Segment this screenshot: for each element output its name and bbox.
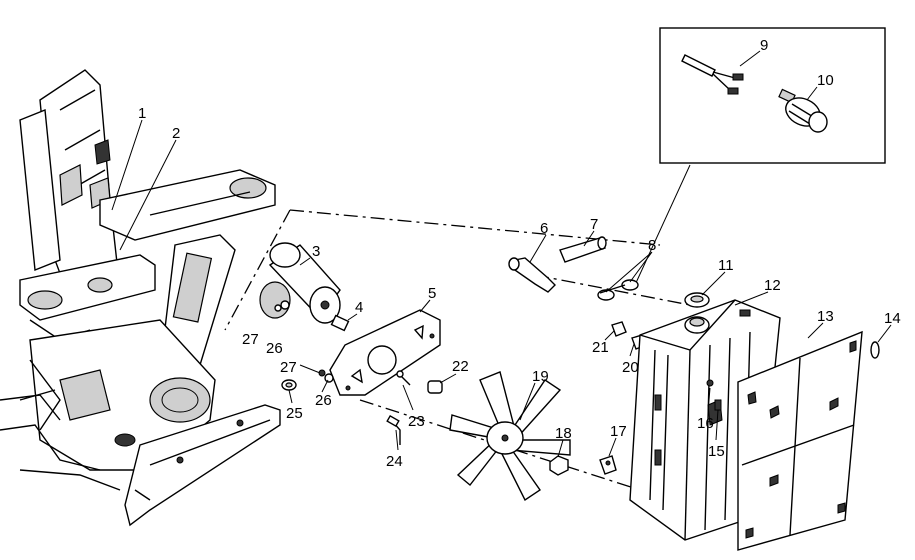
leader-lines	[111, 119, 892, 458]
wire-harness	[681, 54, 744, 95]
part-number-2: 2	[172, 125, 180, 142]
part-number-13: 13	[817, 308, 834, 325]
radiator-cap	[684, 292, 710, 308]
part-number-14: 14	[884, 310, 901, 327]
part-number-22: 22	[452, 358, 469, 375]
hoses	[508, 236, 647, 350]
part-number-11: 11	[718, 257, 734, 274]
part-number-15: 15	[708, 443, 725, 460]
part-number-25: 25	[286, 405, 303, 422]
part-number-18: 18	[555, 425, 572, 442]
fan-nut	[549, 455, 569, 476]
inset-detail-box	[659, 27, 886, 164]
part-number-21: 21	[592, 339, 609, 356]
part-number-24: 24	[386, 453, 403, 470]
part-number-16: 16	[697, 415, 714, 432]
part-number-7: 7	[590, 216, 598, 233]
vehicle-frame	[0, 69, 281, 527]
washer-26	[324, 373, 334, 383]
part-number-20: 20	[622, 359, 639, 376]
part-number-1: 1	[138, 105, 146, 122]
temperature-switch	[778, 88, 828, 133]
part-number-4: 4	[355, 299, 363, 316]
retaining-clip	[870, 341, 880, 359]
part-number-3: 3	[312, 243, 320, 260]
part-number-10: 10	[817, 72, 834, 89]
part-number-26-bracket: 26	[315, 392, 332, 409]
inset-leader-line	[634, 164, 691, 286]
part-number-23: 23	[408, 413, 425, 430]
fan-mounting-bracket	[329, 309, 441, 396]
fan-motor	[259, 242, 341, 324]
part-number-9: 9	[760, 37, 768, 54]
part-number-6: 6	[540, 220, 548, 237]
part-number-labels: 1 2 3 4 5 6 7 8 9 10 11 12 13 14 15 16 1…	[138, 37, 901, 470]
bushing-22	[427, 380, 443, 394]
radiator-drain-cock	[599, 455, 617, 475]
fitting-21	[611, 321, 627, 337]
fan-blade	[449, 371, 571, 502]
part-number-19: 19	[532, 368, 549, 385]
part-number-17: 17	[610, 423, 627, 440]
part-number-12: 12	[764, 277, 781, 294]
bracket-hardware	[281, 369, 443, 445]
hose-clamps	[597, 279, 639, 301]
part-number-5: 5	[428, 285, 436, 302]
shaft-spacer	[330, 314, 350, 332]
radiator-screen	[737, 330, 863, 551]
part-number-27-motor: 27	[242, 331, 259, 348]
part-number-8: 8	[648, 237, 656, 254]
part-number-27-bracket: 27	[280, 359, 297, 376]
part-number-26-motor: 26	[266, 340, 283, 357]
